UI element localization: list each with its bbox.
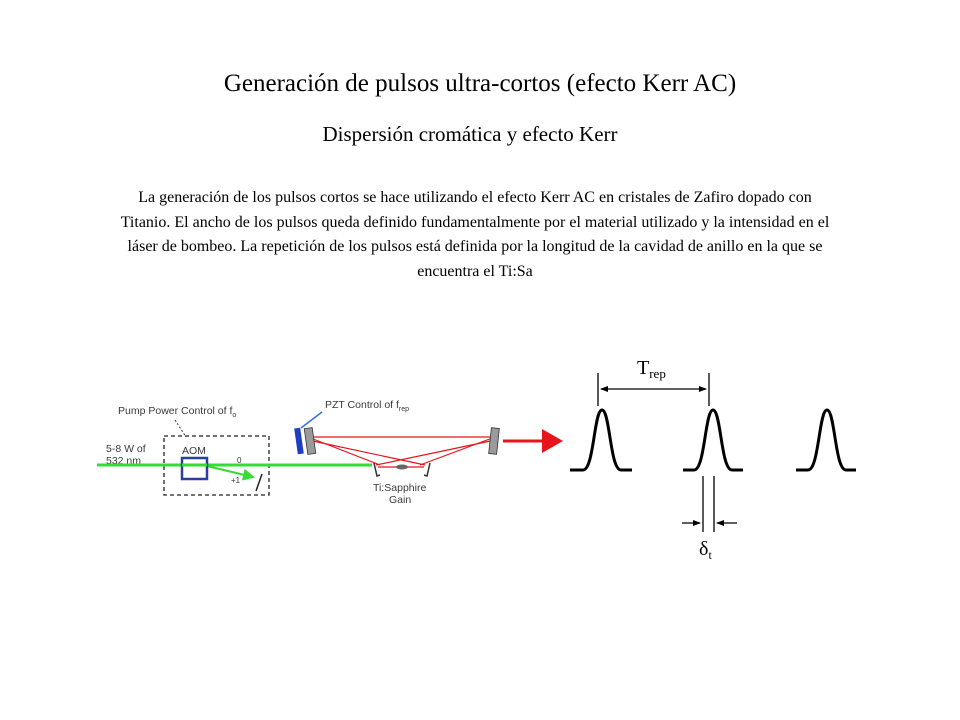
pulse-train bbox=[570, 408, 856, 472]
aom-label: AOM bbox=[182, 445, 206, 457]
repetition-period: Trep bbox=[597, 357, 710, 406]
pzt-actuator bbox=[294, 427, 304, 455]
trep-label: Trep bbox=[637, 357, 666, 381]
laser-setup: Pump Power Control of fo 5-8 W of 532 nm… bbox=[97, 399, 563, 506]
output-mirror bbox=[488, 427, 500, 455]
gain-label: Gain bbox=[389, 494, 411, 506]
beam-block bbox=[255, 473, 263, 492]
order-plus1-label: +1 bbox=[231, 476, 241, 485]
pulse-2 bbox=[683, 408, 743, 472]
description-paragraph: La generación de los pulsos cortos se ha… bbox=[120, 189, 830, 280]
pulse-3 bbox=[796, 408, 856, 472]
pzt-leader bbox=[300, 411, 323, 429]
cavity-beams bbox=[307, 436, 496, 468]
curved-mirror-right bbox=[423, 462, 431, 477]
delta-t-label: δt bbox=[699, 538, 712, 562]
first-order-beam bbox=[206, 465, 255, 481]
aom-modulator bbox=[180, 456, 209, 481]
input-power-label: 5-8 W of bbox=[106, 443, 146, 455]
curved-mirror-left bbox=[373, 462, 381, 477]
pzt-mirror bbox=[303, 427, 317, 455]
slide-subtitle: Dispersión cromática y efecto Kerr bbox=[322, 122, 618, 146]
pump-control-label: Pump Power Control of fo bbox=[118, 405, 236, 419]
pulse-width: δt bbox=[682, 476, 737, 562]
ti-sapphire-crystal bbox=[396, 464, 408, 470]
slide-title: Generación de pulsos ultra-cortos (efect… bbox=[223, 70, 737, 97]
order-zero-label: 0 bbox=[237, 456, 242, 465]
pump-control-leader bbox=[174, 419, 187, 438]
pulse-1 bbox=[570, 408, 632, 472]
crystal-label: Ti:Sapphire bbox=[373, 482, 426, 494]
pzt-control-label: PZT Control of frep bbox=[325, 399, 409, 413]
